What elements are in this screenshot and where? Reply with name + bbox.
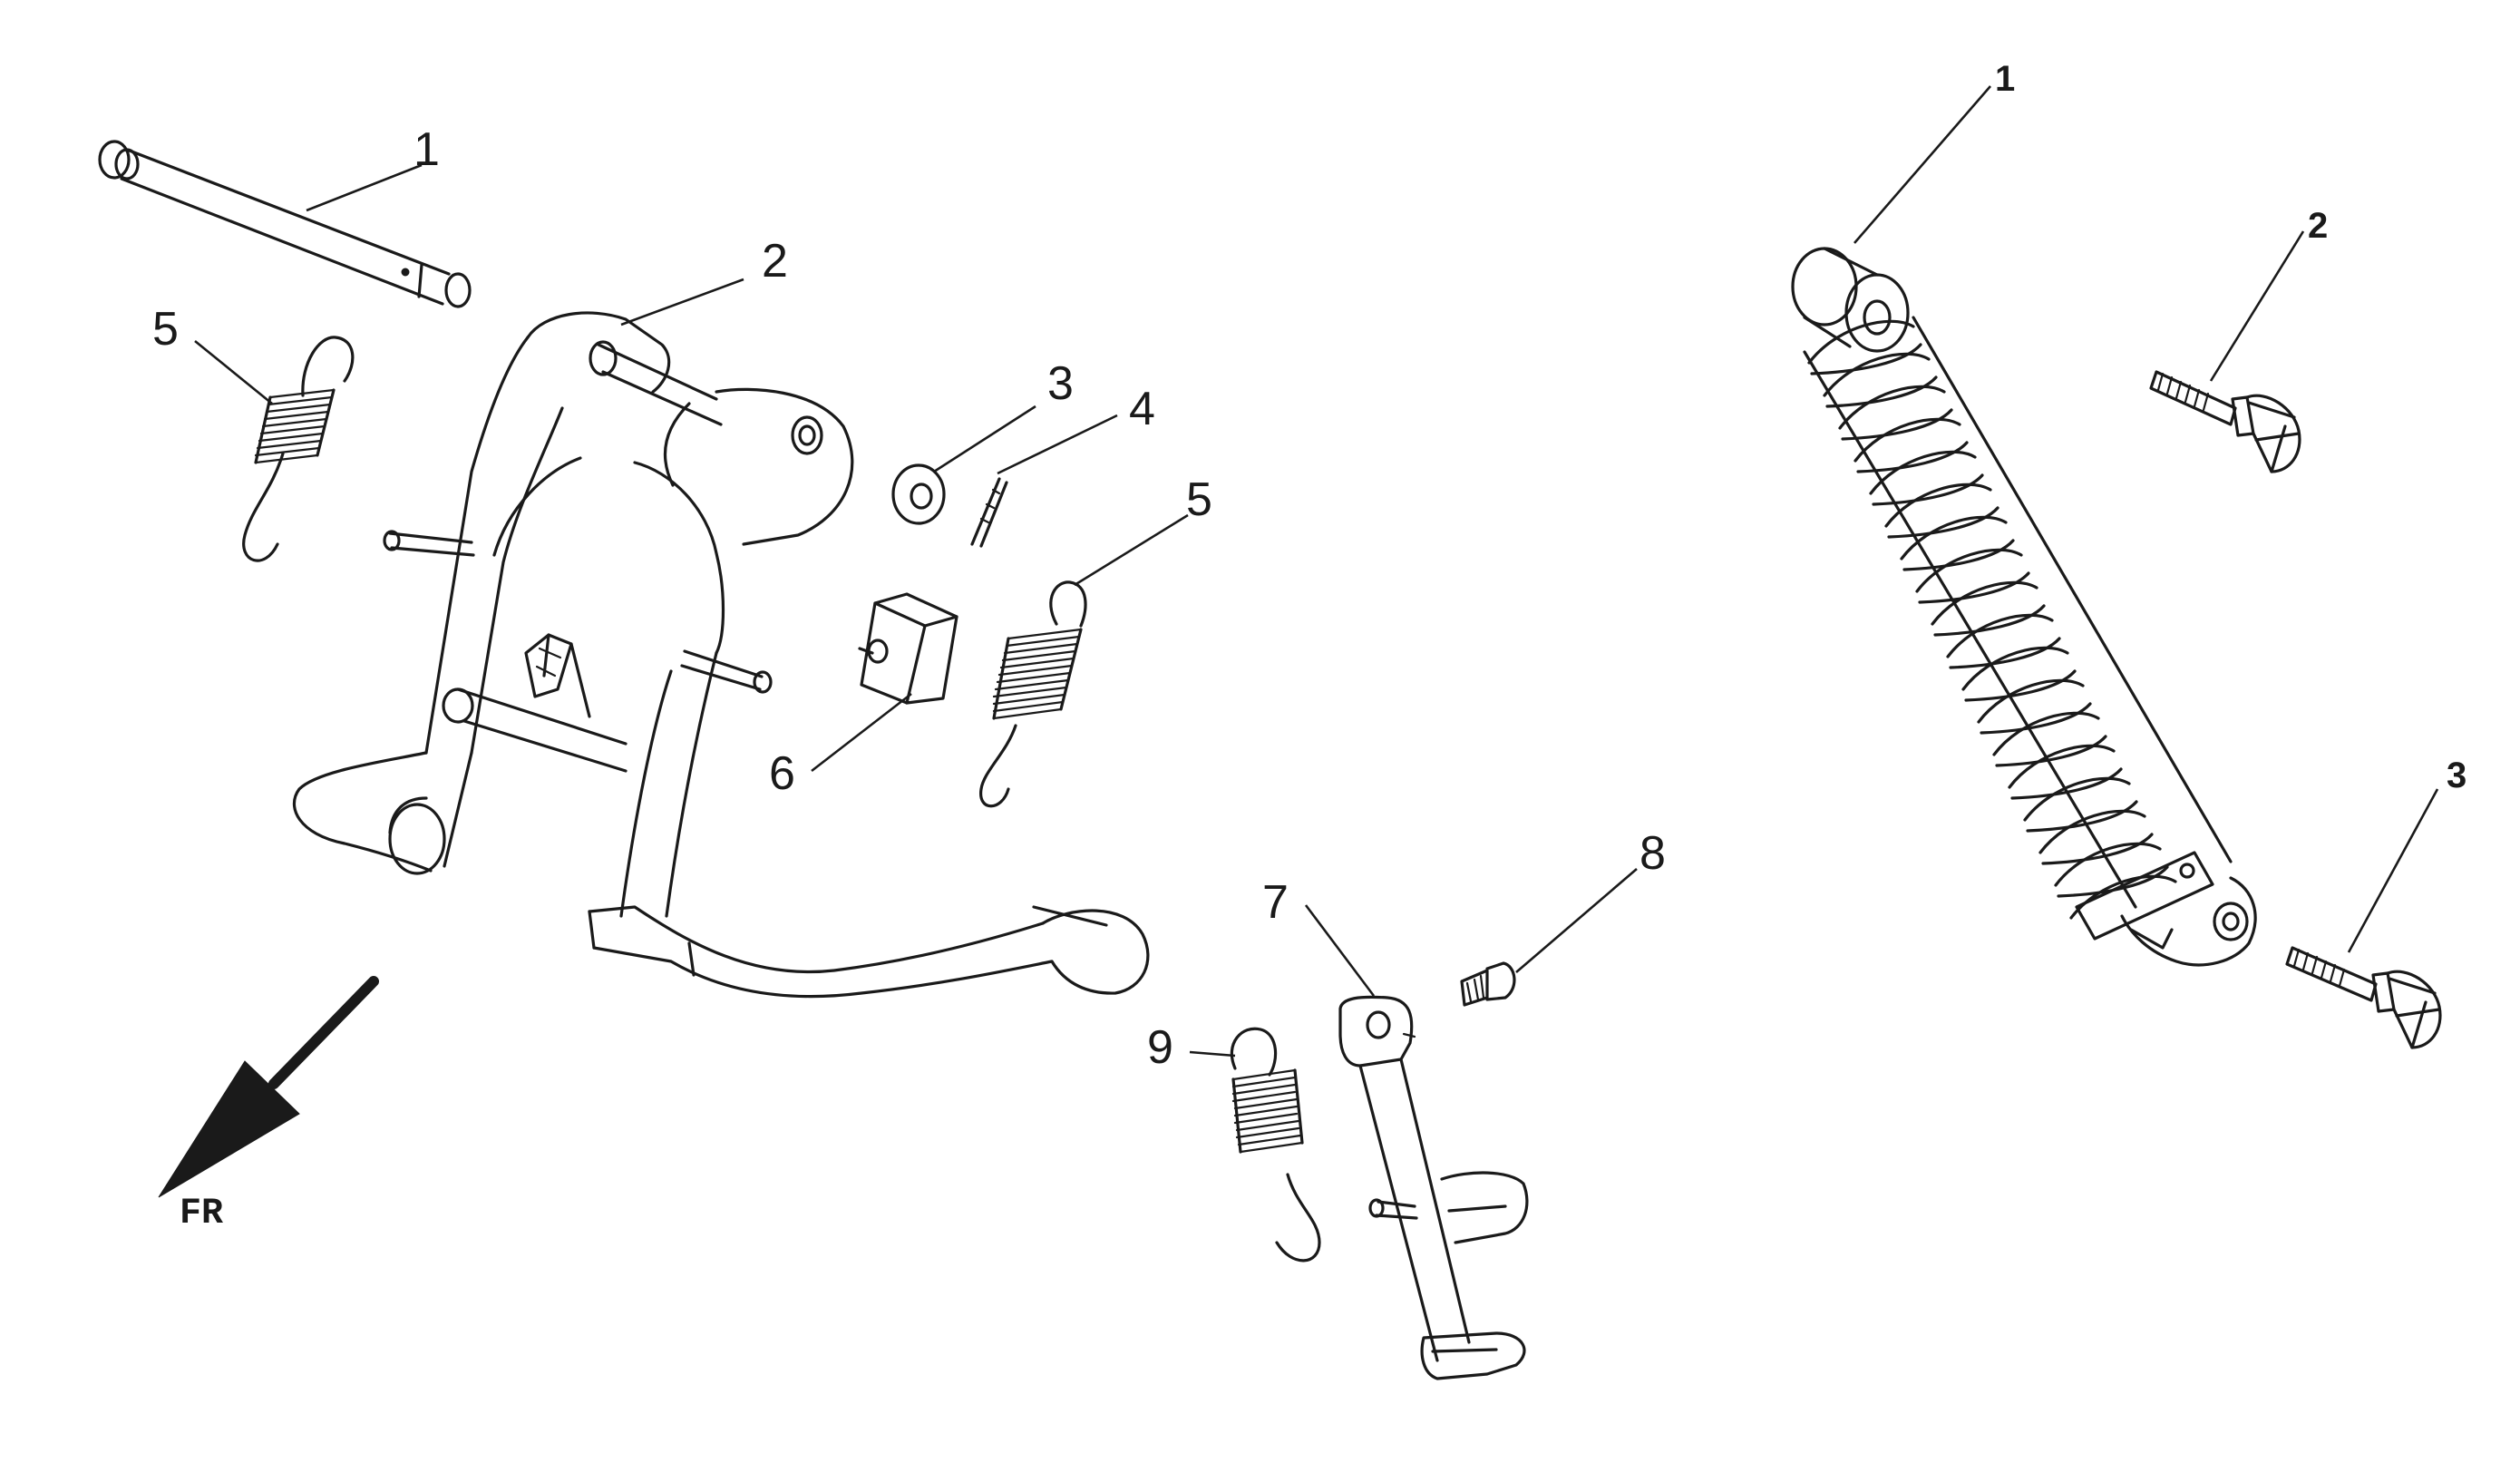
callout-1-left: 1 xyxy=(414,123,440,176)
pivot-shaft xyxy=(98,140,472,308)
side-stand-spring xyxy=(1230,1027,1321,1263)
lower-mount-bolt xyxy=(2285,946,2442,1049)
side-stand xyxy=(1338,995,1529,1380)
callout-6-left: 6 xyxy=(769,747,795,800)
return-spring xyxy=(979,580,1087,808)
callout-3-left: 3 xyxy=(1047,357,1074,410)
callout-2-left: 2 xyxy=(762,235,788,288)
washer xyxy=(891,463,946,525)
callout-3-right: 3 xyxy=(2447,756,2466,795)
rear-shock-assembly: 1 2 3 xyxy=(1791,59,2466,1049)
callout-1-right: 1 xyxy=(1995,59,2015,99)
callout-4-left: 4 xyxy=(1129,383,1155,435)
cotter-pin xyxy=(970,477,1008,548)
callout-7: 7 xyxy=(1262,876,1289,929)
callout-9: 9 xyxy=(1147,1021,1173,1074)
direction-label: FR xyxy=(180,1194,223,1234)
rear-shock-absorber xyxy=(1791,247,2257,967)
callout-5-middle: 5 xyxy=(1186,473,1212,526)
upper-mount-bolt xyxy=(2149,370,2301,473)
main-stand xyxy=(292,311,1150,999)
side-stand-bolt xyxy=(1460,961,1516,1007)
return-spring xyxy=(242,336,355,562)
callout-5-left: 5 xyxy=(152,303,179,356)
stopper-rubber xyxy=(858,592,958,705)
main-stand-assembly: 1 5 xyxy=(98,123,1212,999)
callout-2-right: 2 xyxy=(2308,206,2328,246)
side-stand-assembly: 9 7 8 xyxy=(1147,827,1666,1380)
callout-8: 8 xyxy=(1639,827,1666,880)
front-direction-arrow-icon xyxy=(158,976,379,1198)
